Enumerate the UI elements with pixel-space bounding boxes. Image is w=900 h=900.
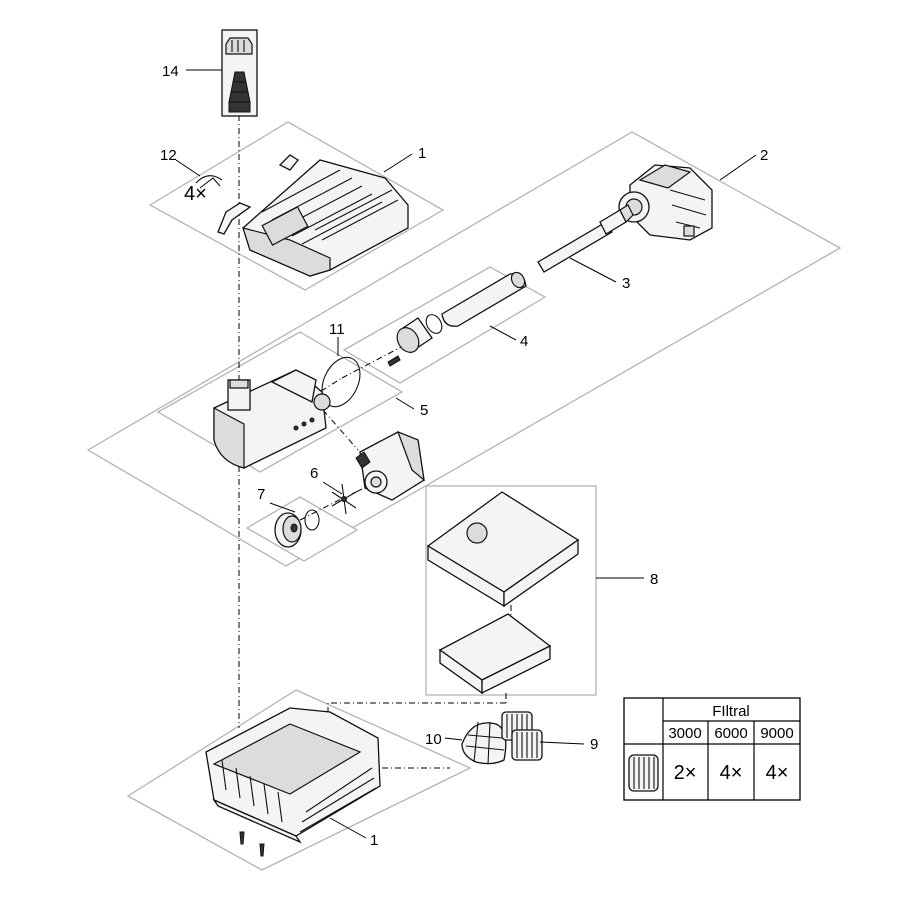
table-value-6000: 4× xyxy=(720,762,743,784)
table-column-3000: 3000 xyxy=(668,725,701,742)
quartz-glass-part xyxy=(387,271,527,367)
table-column-9000: 9000 xyxy=(760,725,793,742)
callout-14: 14 xyxy=(162,63,179,80)
uvc-unit-part xyxy=(618,164,713,241)
callout-1-top: 1 xyxy=(418,145,426,162)
o-ring-part xyxy=(321,356,361,408)
clip-part xyxy=(195,175,252,235)
callout-10: 10 xyxy=(425,731,442,748)
leader-lines xyxy=(175,69,757,839)
callout-9: 9 xyxy=(590,736,598,753)
table-column-6000: 6000 xyxy=(714,725,747,742)
callout-1-bottom: 1 xyxy=(370,832,378,849)
callout-2: 2 xyxy=(760,147,768,164)
dome-filter-part xyxy=(461,721,507,765)
filter-ball-part xyxy=(501,711,543,761)
callout-3: 3 xyxy=(622,275,630,292)
impeller-cover-part xyxy=(274,509,320,548)
callout-5: 5 xyxy=(420,402,428,419)
filter-housing-part xyxy=(205,707,381,857)
callout-11: 11 xyxy=(329,321,345,338)
pump-housing-part xyxy=(213,369,331,469)
hose-connector-part xyxy=(221,29,258,117)
uvc-bulb-part xyxy=(537,204,634,273)
callout-labels: 14 12 4× 1 2 3 4 11 5 6 7 8 10 9 1 xyxy=(160,63,768,849)
impeller-part xyxy=(331,483,363,515)
callout-6: 6 xyxy=(310,465,318,482)
table-value-9000: 4× xyxy=(766,762,789,784)
callout-7: 7 xyxy=(257,486,265,503)
callout-8: 8 xyxy=(650,571,658,588)
quantity-note: 4× xyxy=(184,183,207,205)
quantity-table: FIltral 3000 6000 9000 2× 4× 4× xyxy=(623,697,801,801)
pump-motor-part xyxy=(355,430,425,501)
callout-4: 4 xyxy=(520,333,528,350)
filter-foam-part xyxy=(426,491,580,695)
cover-lid-part xyxy=(242,154,409,277)
table-header: FIltral xyxy=(712,703,750,720)
table-value-3000: 2× xyxy=(674,762,697,784)
table-filter-ball-icon xyxy=(628,754,659,792)
callout-12: 12 xyxy=(160,147,177,164)
